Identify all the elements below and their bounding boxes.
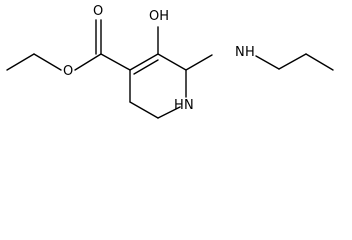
- bond-c6-c5: [129, 101, 159, 119]
- bond-n1-c6: [157, 106, 181, 119]
- bond-nh-ch2: [255, 55, 280, 70]
- bond-ethyl-ch3-ch2: [6, 53, 35, 71]
- amine-nitrogen-label: N: [235, 45, 245, 60]
- hydroxyl-label: OH: [149, 9, 169, 24]
- bond-c4-c3-double-outer: [129, 53, 159, 71]
- bond-c2-nh: [185, 54, 213, 71]
- ester-single-oxygen-label: O: [63, 64, 73, 79]
- ring-hydrogen-label: H: [174, 98, 184, 113]
- bond-propyl-ch2-ch2: [278, 53, 307, 70]
- bond-c3-c2: [157, 53, 187, 71]
- bond-c4-c3-double-inner: [133, 59, 159, 75]
- ester-carbonyl-oxygen-label: O: [93, 4, 103, 19]
- bond-o-carbonyl: [74, 53, 102, 71]
- ring-nitrogen-label: N: [184, 98, 194, 113]
- atom-labels: O O OH N H N H: [63, 4, 255, 113]
- amine-hydrogen-label: H: [245, 45, 255, 60]
- bond-ethyl-ch2-o: [33, 53, 62, 71]
- chemical-structure: O O OH N H N H: [6, 4, 334, 119]
- bond-propyl-ch2-ch3: [305, 53, 334, 71]
- bond-carbonyl-c4: [100, 53, 131, 71]
- bond-lines: [6, 19, 334, 119]
